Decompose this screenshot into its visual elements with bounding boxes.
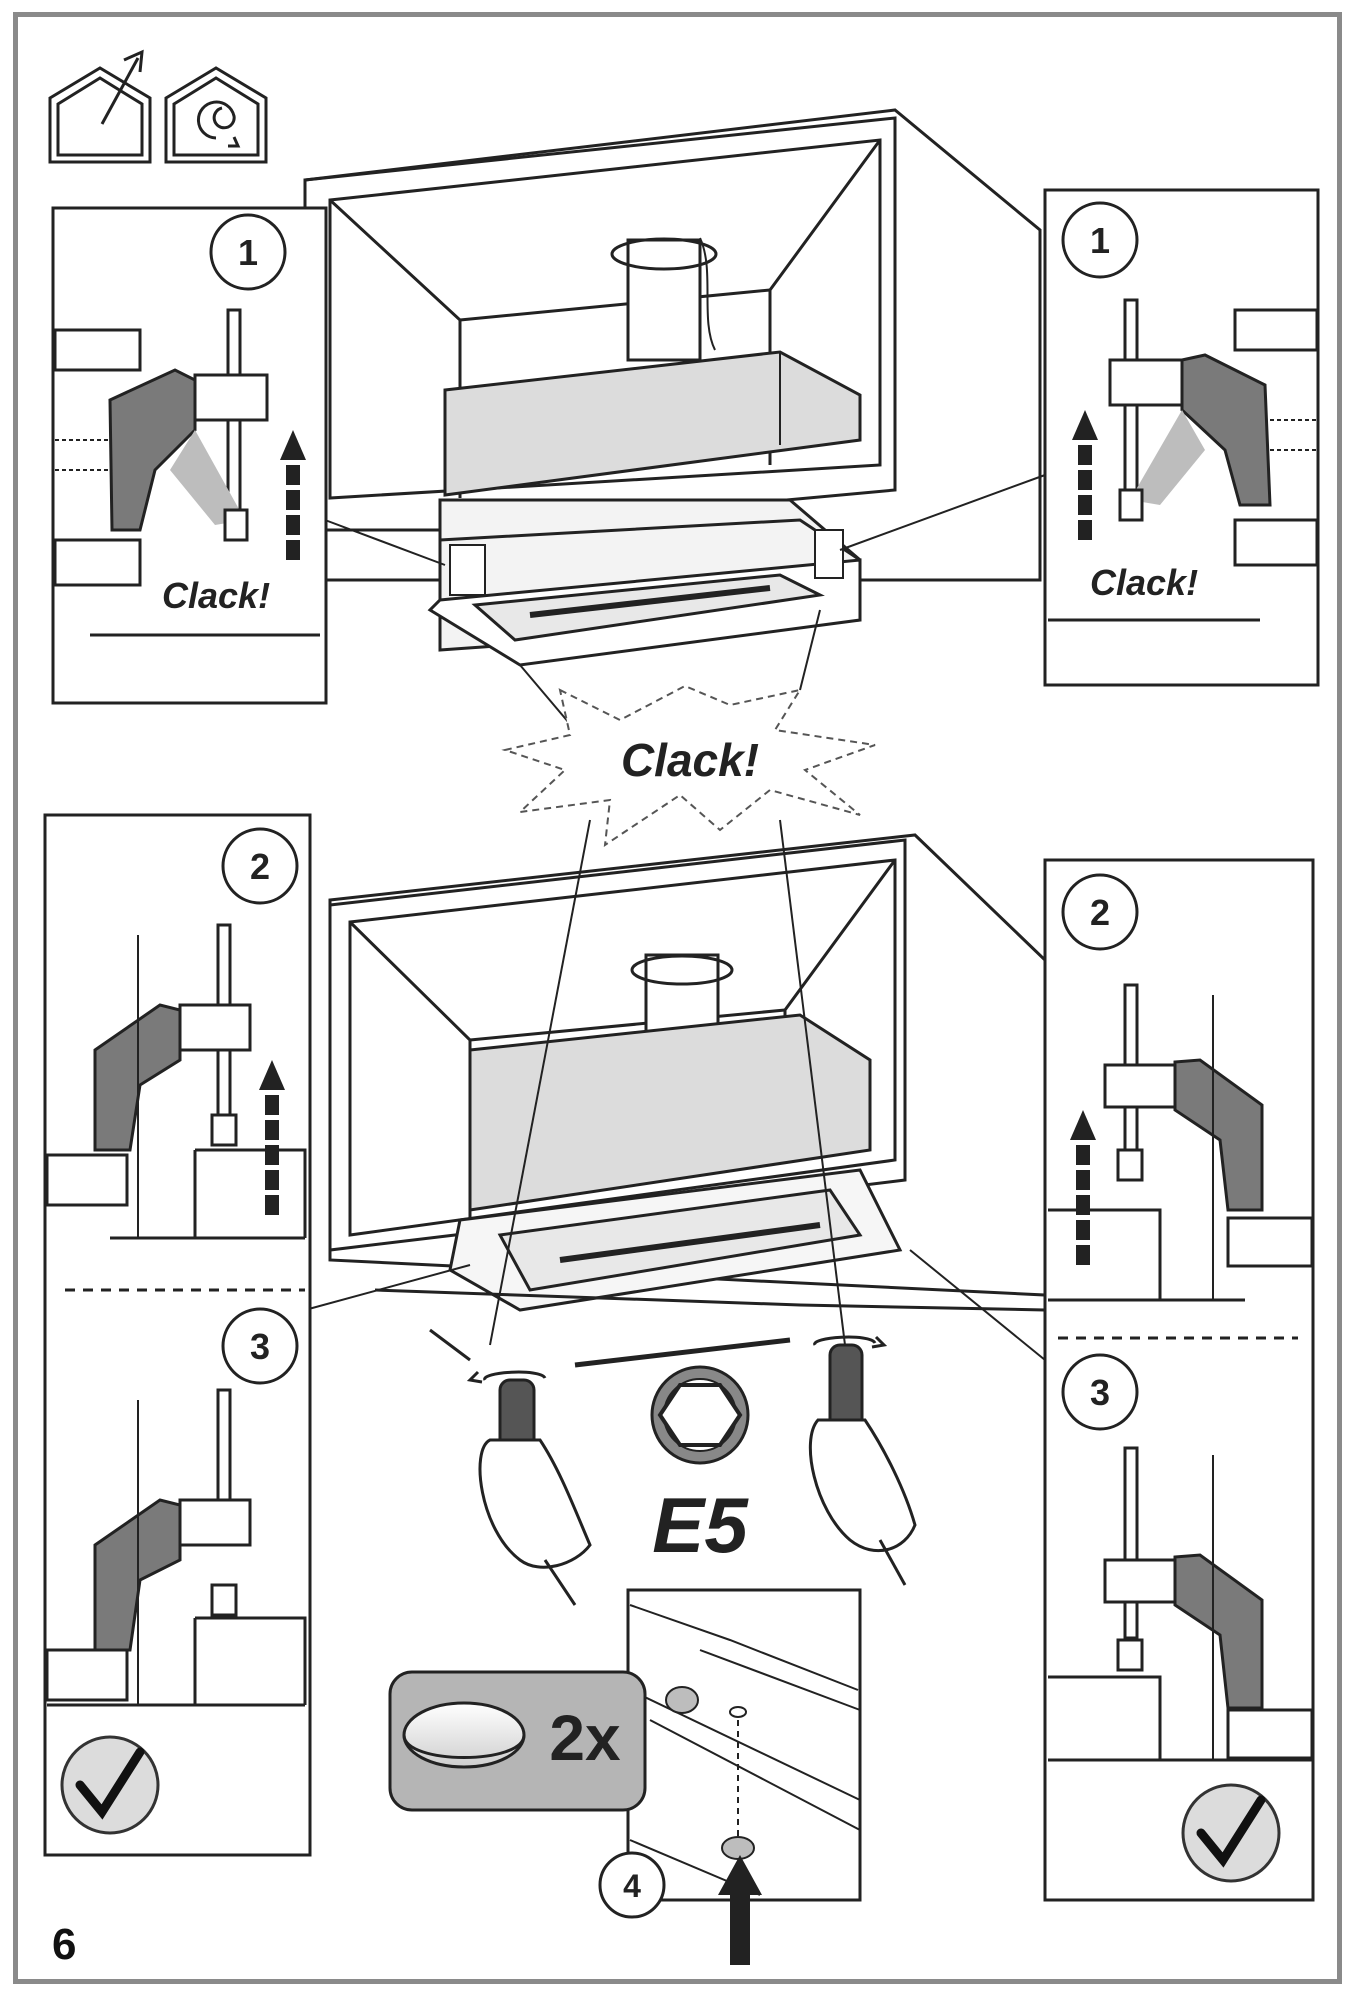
right-screwdriver-hand xyxy=(808,1335,917,1586)
tool-code-label: E5 xyxy=(652,1481,749,1569)
clack-burst: Clack! xyxy=(501,684,876,848)
clack-label-right: Clack! xyxy=(1090,562,1198,603)
step3-number-right: 3 xyxy=(1090,1372,1110,1413)
top-cabinet-illustration xyxy=(303,108,1046,731)
page-frame xyxy=(13,12,1342,1984)
house-exhaust-icon xyxy=(48,49,152,164)
step3-badge-right xyxy=(1061,1353,1139,1431)
insert-arrow-icon xyxy=(718,1855,762,1965)
step3-badge-left xyxy=(221,1307,299,1385)
step2-badge-left xyxy=(221,827,299,905)
quantity-label: 2x xyxy=(549,1702,621,1774)
detail-step4-panel xyxy=(626,1588,862,1965)
up-arrow-icon xyxy=(280,430,306,560)
step1-number-left: 1 xyxy=(238,232,258,273)
step2-badge-right xyxy=(1061,873,1139,951)
bottom-cabinet-illustration xyxy=(304,819,1047,1368)
checkmark-icon xyxy=(1181,1783,1281,1883)
up-arrow-icon xyxy=(1072,410,1098,540)
cover-plug-icon xyxy=(402,1701,526,1769)
step2-number-left: 2 xyxy=(250,846,270,887)
step1-badge-left xyxy=(209,213,287,291)
step4-badge xyxy=(598,1851,666,1919)
step2-number-right: 2 xyxy=(1090,892,1110,933)
checkmark-icon xyxy=(60,1735,160,1835)
up-arrow-icon xyxy=(1070,1110,1096,1265)
step1-number-right: 1 xyxy=(1090,220,1110,261)
step1-badge-right xyxy=(1061,201,1139,279)
clack-label-center: Clack! xyxy=(621,734,759,786)
callout-step1-left xyxy=(51,206,328,705)
plug-quantity-chip xyxy=(388,1670,647,1812)
clack-label-left: Clack! xyxy=(162,575,270,616)
left-screwdriver-hand xyxy=(466,1370,592,1606)
house-recirculation-icon xyxy=(164,66,268,164)
step4-number: 4 xyxy=(623,1868,641,1904)
step3-number-left: 3 xyxy=(250,1326,270,1367)
up-arrow-icon xyxy=(259,1060,285,1215)
page-number: 6 xyxy=(52,1920,77,1969)
hex-tool-icon xyxy=(650,1365,750,1465)
